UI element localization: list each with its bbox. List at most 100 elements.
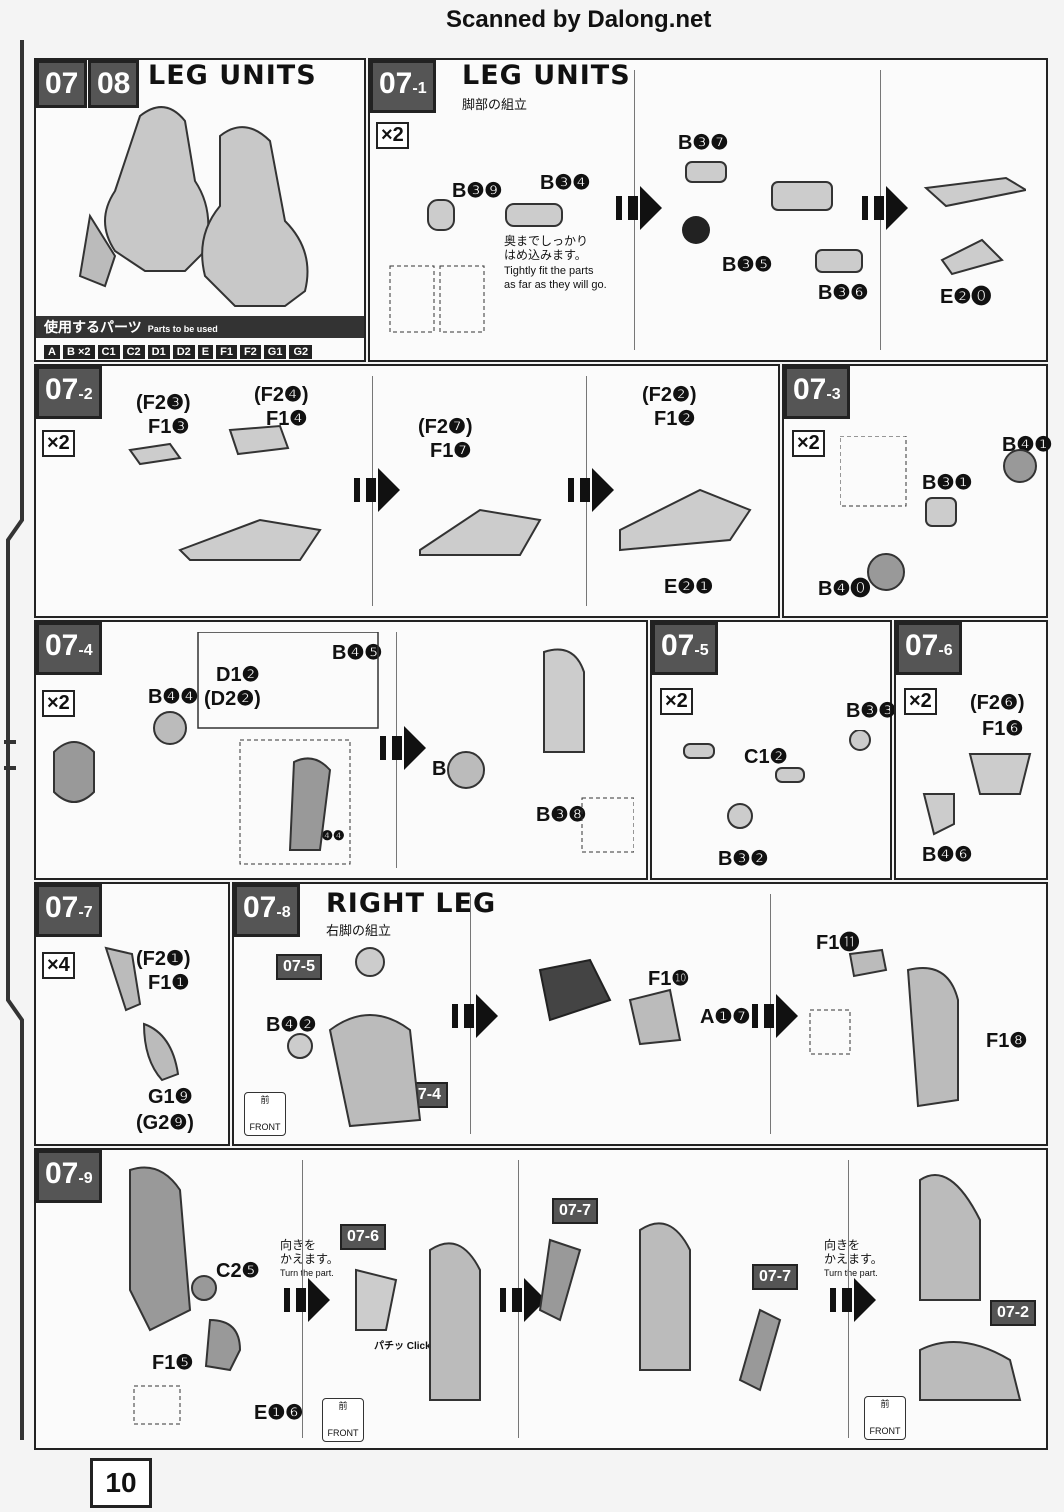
part-label: D1❷ xyxy=(216,664,260,686)
part-label: B❸❾ xyxy=(452,180,503,202)
chip: D1 xyxy=(147,345,170,359)
part-label: B❹❷ xyxy=(266,1014,317,1036)
step-arrow xyxy=(752,994,798,1038)
chip: C2 xyxy=(122,345,145,359)
click-note: パチッ Click! xyxy=(374,1341,435,1352)
section-subtitle-jp: 右脚の組立 xyxy=(326,923,392,938)
part-label: B❹❺ xyxy=(332,642,383,664)
step-arrow xyxy=(452,994,498,1038)
part-label: (F2❶) xyxy=(136,948,191,970)
chip: B ×2 xyxy=(62,345,95,359)
part-label: F1❽ xyxy=(986,1030,1028,1052)
turn-note-jp: 向きを かえます。 xyxy=(824,1238,883,1266)
part-label: F1⓫ xyxy=(816,932,860,954)
leg-assembly-illustration xyxy=(389,161,1026,333)
chip: D2 xyxy=(172,345,195,359)
multiplier: ×2 xyxy=(42,430,75,457)
part-label: E❷❶ xyxy=(664,576,714,598)
sub-assembly-ref: 07-6 xyxy=(340,1224,387,1250)
step-07-9: 07-9 xyxy=(36,1150,102,1203)
part-label: B❸❸ xyxy=(846,700,897,722)
plate-illustration xyxy=(922,753,1032,836)
part-label: B❸❷ xyxy=(718,848,769,870)
turn-note-jp: 向きを かえます。 xyxy=(280,1238,339,1266)
page-number: 10 xyxy=(90,1458,152,1508)
step-arrow xyxy=(380,726,426,770)
sub-assembly-ref: 07-7 xyxy=(552,1198,599,1224)
step-07-1: 07-1 xyxy=(370,60,436,113)
step-07-2: 07-2 xyxy=(36,366,102,419)
part-label: (F2❷) xyxy=(642,384,697,406)
part-label: (D2❷) xyxy=(204,688,261,710)
part-label: (F2❼) xyxy=(418,416,473,438)
part-label: B❸❻ xyxy=(818,282,869,304)
joint-illustration xyxy=(683,730,871,829)
note-en: Tightly fit the parts as far as they wil… xyxy=(504,265,607,291)
chip: E xyxy=(197,345,214,359)
step-07: 07 xyxy=(36,60,88,108)
part-label: B❸❺ xyxy=(722,254,773,276)
multiplier: ×2 xyxy=(792,430,825,457)
part-label: F1❷ xyxy=(654,408,696,430)
chip: F1 xyxy=(216,345,237,359)
turn-note-en: Turn the part. xyxy=(280,1268,334,1278)
part-label: F1❶ xyxy=(148,972,190,994)
section-title: LEG UNITS xyxy=(462,60,631,91)
part-label: B❸❼ xyxy=(678,132,729,154)
part-label: G1❾ xyxy=(148,1086,193,1108)
watermark: Scanned by Dalong.net xyxy=(446,6,712,33)
step-arrow xyxy=(862,186,908,230)
sub-assembly-ref: 07-5 xyxy=(276,954,323,980)
part-label: B❸❶ xyxy=(922,472,973,494)
chip: G2 xyxy=(289,345,313,359)
right-leg-illustration xyxy=(287,947,959,1128)
sub-assembly-ref: 07-2 xyxy=(990,1300,1037,1326)
part-label: B❹❻ xyxy=(922,844,973,866)
multiplier: ×4 xyxy=(42,952,75,979)
step-07-5: 07-5 xyxy=(652,622,718,675)
multiplier: ×2 xyxy=(42,690,75,717)
part-label: F1❻ xyxy=(982,718,1024,740)
part-label: E❷⓿ xyxy=(940,286,992,308)
multiplier: ×2 xyxy=(904,688,937,715)
leg-units-illustration xyxy=(78,106,309,307)
step-07-8: 07-8 xyxy=(234,884,300,937)
chip: F2 xyxy=(239,345,261,359)
part-label: F1❼ xyxy=(430,440,472,462)
part-label: (F2❸) xyxy=(136,392,191,414)
armor-illustration xyxy=(104,946,180,1082)
note-jp: 奥までしっかり はめ込みます。 xyxy=(504,234,589,262)
section-title: RIGHT LEG xyxy=(326,888,497,919)
part-label: B❸❹ xyxy=(540,172,591,194)
multiplier: ×2 xyxy=(660,688,693,715)
section-title: LEG UNITS xyxy=(148,60,317,91)
step-arrow xyxy=(354,468,400,512)
part-label: F1❺ xyxy=(152,1352,194,1374)
sub-assembly-ref: 07-7 xyxy=(752,1264,799,1290)
part-label: C2❺ xyxy=(216,1260,260,1282)
panel-07-1 xyxy=(368,58,1048,362)
step-arrow xyxy=(830,1278,876,1322)
part-label: F1❿ xyxy=(648,968,690,990)
part-label: B❹❹ xyxy=(148,686,199,708)
part-label: (F2❻) xyxy=(970,692,1025,714)
step-07-7: 07-7 xyxy=(36,884,102,937)
part-label: B❸❽ xyxy=(536,804,587,826)
step-arrow xyxy=(616,186,662,230)
turn-note-en: Turn the part. xyxy=(824,1268,878,1278)
step-07-4: 07-4 xyxy=(36,622,102,675)
part-label: E❶❻ xyxy=(254,1402,304,1424)
joint-illustration xyxy=(840,436,1037,591)
chip: A xyxy=(44,345,60,359)
step-07-6: 07-6 xyxy=(896,622,962,675)
step-08: 08 xyxy=(88,60,140,108)
step-arrow xyxy=(568,468,614,512)
part-label: B❹⓿ xyxy=(818,578,871,600)
multiplier: ×2 xyxy=(376,122,409,149)
